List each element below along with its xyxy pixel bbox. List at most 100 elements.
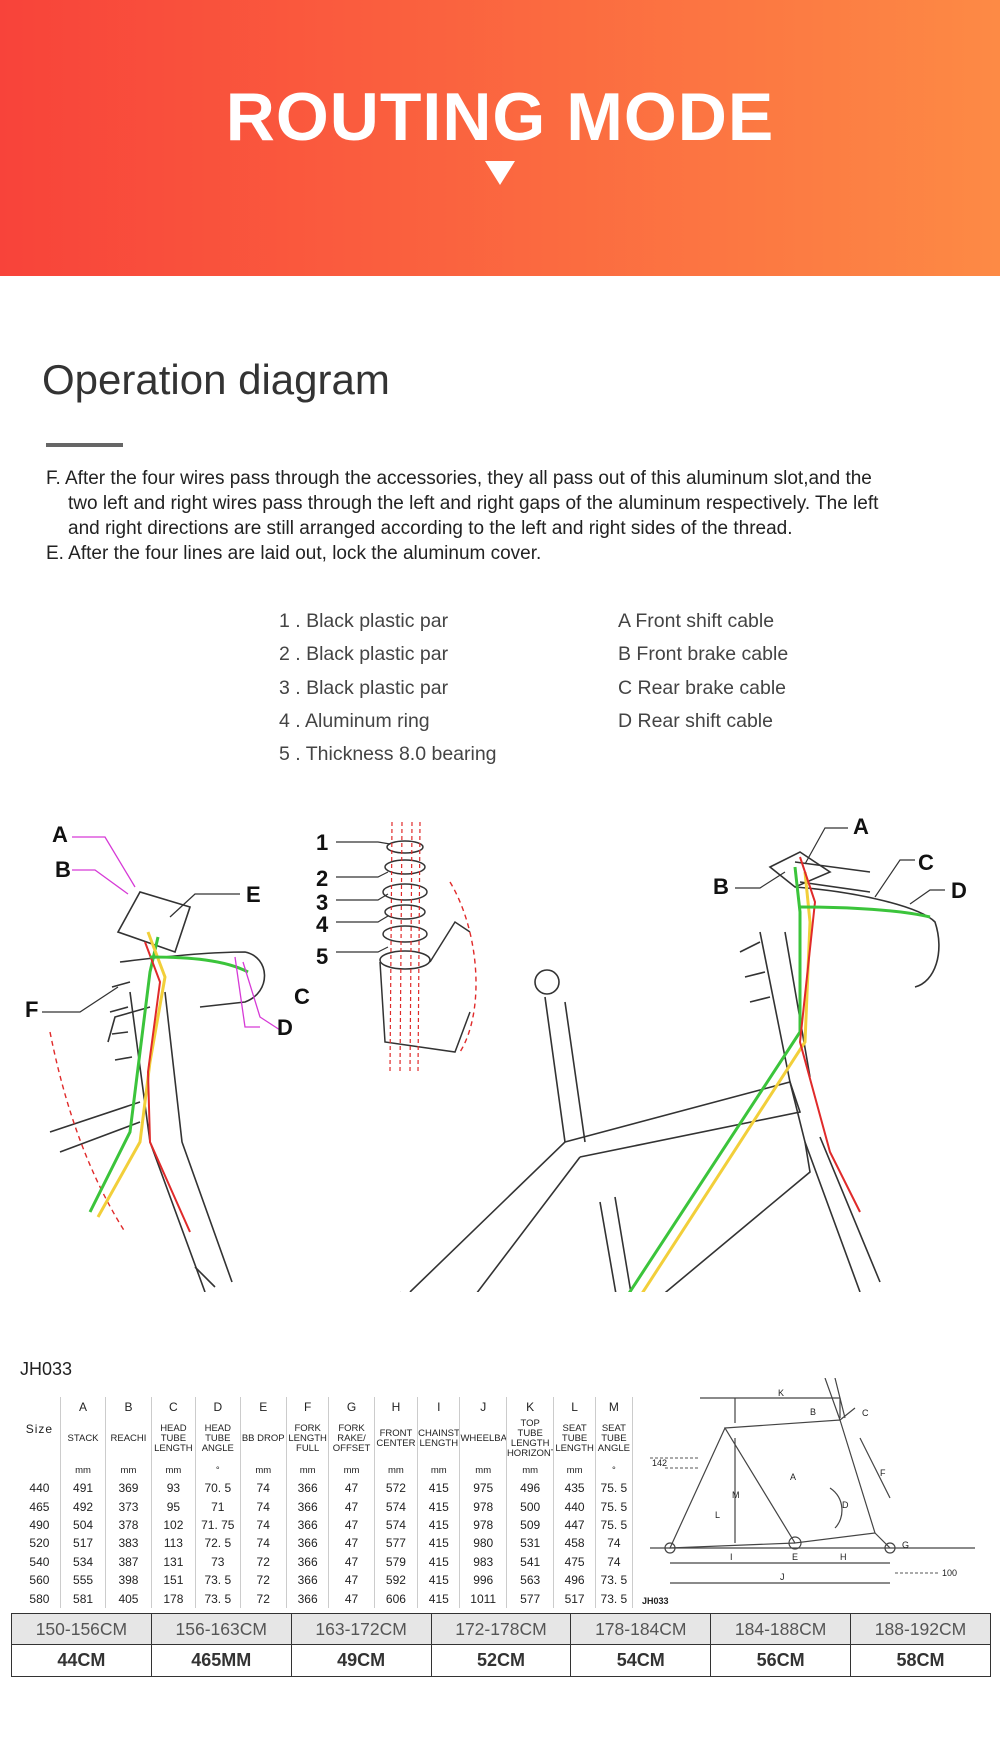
column-name: REACHI — [105, 1417, 152, 1461]
column-name: FORK LENGTH FULL — [286, 1417, 330, 1461]
table-cell: 1011 — [459, 1589, 507, 1608]
table-cell: 70. 5 — [195, 1479, 241, 1498]
column-name: FORK RAKE/ OFFSET — [328, 1417, 375, 1461]
unit-cell: mm — [151, 1461, 197, 1479]
table-cell: 415 — [417, 1589, 461, 1608]
left-head-drawing — [49, 891, 266, 1292]
left-label-d: D — [277, 1015, 293, 1040]
column-name: BB DROP — [240, 1417, 287, 1461]
part-item: 1 . Black plastic par — [279, 610, 449, 632]
left-labels: A B E F C D — [25, 822, 310, 1040]
table-cell: 517 — [60, 1534, 107, 1553]
table-cell: 398 — [105, 1570, 152, 1590]
table-cell: 93 — [151, 1479, 197, 1498]
column-letter: M — [595, 1397, 634, 1417]
table-cell: 577 — [506, 1589, 555, 1608]
table-cell: 534 — [60, 1552, 107, 1571]
instruction-f-line2: two left and right wires pass through th… — [68, 493, 879, 514]
table-cell: 47 — [328, 1515, 375, 1535]
table-cell: 415 — [417, 1570, 461, 1590]
table-cell: 581 — [60, 1589, 107, 1608]
frame-size: 49CM — [290, 1644, 432, 1677]
table-cell: 75. 5 — [595, 1515, 634, 1535]
frame-size: 56CM — [710, 1644, 852, 1677]
table-cell: 458 — [553, 1534, 596, 1553]
routing-diagram: A B E F C D 1 2 3 4 — [25, 814, 967, 1292]
table-cell: 73. 5 — [595, 1589, 634, 1608]
table-cell: 475 — [553, 1552, 596, 1571]
instruction-f-line1: F. After the four wires pass through the… — [46, 468, 872, 489]
table-cell: 592 — [374, 1570, 419, 1590]
column-letter: B — [105, 1397, 152, 1417]
frame-cable-green-bar — [799, 905, 931, 919]
part-item: 3 . Black plastic par — [279, 676, 449, 699]
frame-size: 44CM — [11, 1644, 152, 1677]
geo-label: E — [792, 1552, 798, 1562]
geo-label: I — [730, 1552, 733, 1562]
column-letter: C — [151, 1397, 197, 1417]
table-cell: 415 — [417, 1552, 461, 1571]
parts-legend: 1 . Black plastic par 2 . Black plastic … — [279, 605, 497, 771]
geo-label: B — [810, 1407, 816, 1417]
left-frame-dashed — [49, 1031, 126, 1233]
table-cell: 71. 75 — [195, 1515, 241, 1535]
column-letter: L — [553, 1397, 596, 1417]
table-cell: 440 — [553, 1497, 596, 1516]
down-arrow-icon — [485, 161, 515, 185]
frame-label-b: B — [713, 874, 729, 899]
left-cable-red — [144, 941, 191, 1233]
cable-item: D Rear shift cable — [618, 709, 773, 732]
geo-label: H — [840, 1552, 847, 1562]
table-cell: 47 — [328, 1570, 375, 1590]
unit-cell: mm — [105, 1461, 152, 1479]
table-cell: 978 — [459, 1515, 507, 1535]
geo-label: JH033 — [642, 1596, 669, 1606]
table-cell: 580 — [19, 1589, 61, 1608]
table-cell: 500 — [506, 1497, 555, 1516]
cable-item: A Front shift cable — [618, 610, 775, 632]
height-range: 150-156CM — [11, 1613, 152, 1645]
column-letter: D — [195, 1397, 241, 1417]
unit-cell: mm — [60, 1461, 107, 1479]
geo-label: 142 — [652, 1458, 667, 1468]
table-cell: 560 — [19, 1570, 61, 1590]
table-cell: 563 — [506, 1570, 555, 1590]
geo-label: G — [902, 1540, 909, 1550]
column-name: TOP TUBE LENGTH HORIZONTAL — [506, 1417, 555, 1461]
table-cell: 996 — [459, 1570, 507, 1590]
table-cell: 74 — [240, 1534, 287, 1553]
part-label-2: 2 — [316, 866, 328, 891]
model-name: JH033 — [20, 1359, 73, 1379]
table-cell: 366 — [286, 1497, 330, 1516]
table-cell: 492 — [60, 1497, 107, 1516]
table-cell: 366 — [286, 1589, 330, 1608]
column-letter: A — [60, 1397, 107, 1417]
table-cell: 366 — [286, 1479, 330, 1498]
table-cell: 541 — [506, 1552, 555, 1571]
column-letter: J — [459, 1397, 507, 1417]
table-cell: 75. 5 — [595, 1497, 634, 1516]
left-black-leaders — [42, 893, 240, 1013]
cable-item: C Rear brake cable — [618, 676, 786, 699]
table-cell: 72. 5 — [195, 1534, 241, 1553]
instruction-f-line3: and right directions are still arranged … — [68, 518, 793, 539]
table-cell: 102 — [151, 1515, 197, 1535]
table-cell: 366 — [286, 1534, 330, 1553]
table-cell: 95 — [151, 1497, 197, 1516]
table-cell: 366 — [286, 1552, 330, 1571]
table-cell: 415 — [417, 1479, 461, 1498]
frame-label-c: C — [918, 850, 934, 875]
table-cell: 574 — [374, 1515, 419, 1535]
table-cell: 73. 5 — [195, 1589, 241, 1608]
column-letter: F — [286, 1397, 330, 1417]
table-cell: 369 — [105, 1479, 152, 1498]
frame-label-a: A — [853, 814, 869, 839]
size-header: Size — [19, 1397, 61, 1461]
part-item: 5 . Thickness 8.0 bearing — [279, 743, 497, 766]
